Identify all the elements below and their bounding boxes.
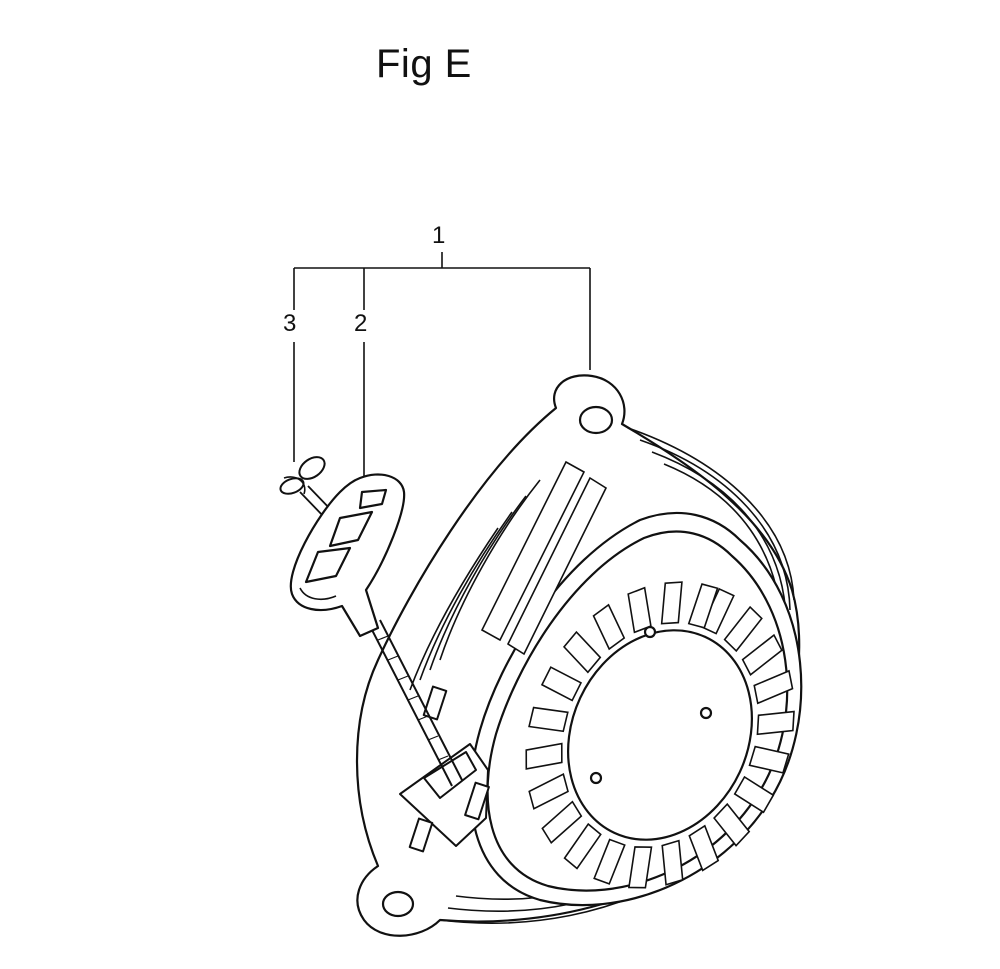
rope-knot: [278, 453, 328, 497]
hub-hole-left: [591, 773, 601, 783]
callout-label-1: 1: [432, 222, 446, 249]
callout-label-2: 2: [354, 310, 368, 337]
housing-face-fins: [410, 462, 606, 690]
upper-mount-hole: [580, 407, 612, 433]
lower-mount-hole: [383, 892, 413, 916]
starter-grip: [291, 474, 404, 636]
figure-title: Fig E: [376, 42, 472, 86]
callout-label-3: 3: [283, 310, 297, 337]
hub-hole-right: [701, 708, 711, 718]
vent-slots: [477, 538, 843, 932]
center-hub: [535, 600, 786, 870]
callout-leader-lines: [294, 252, 590, 478]
rope-outlet-guide: [400, 687, 489, 852]
